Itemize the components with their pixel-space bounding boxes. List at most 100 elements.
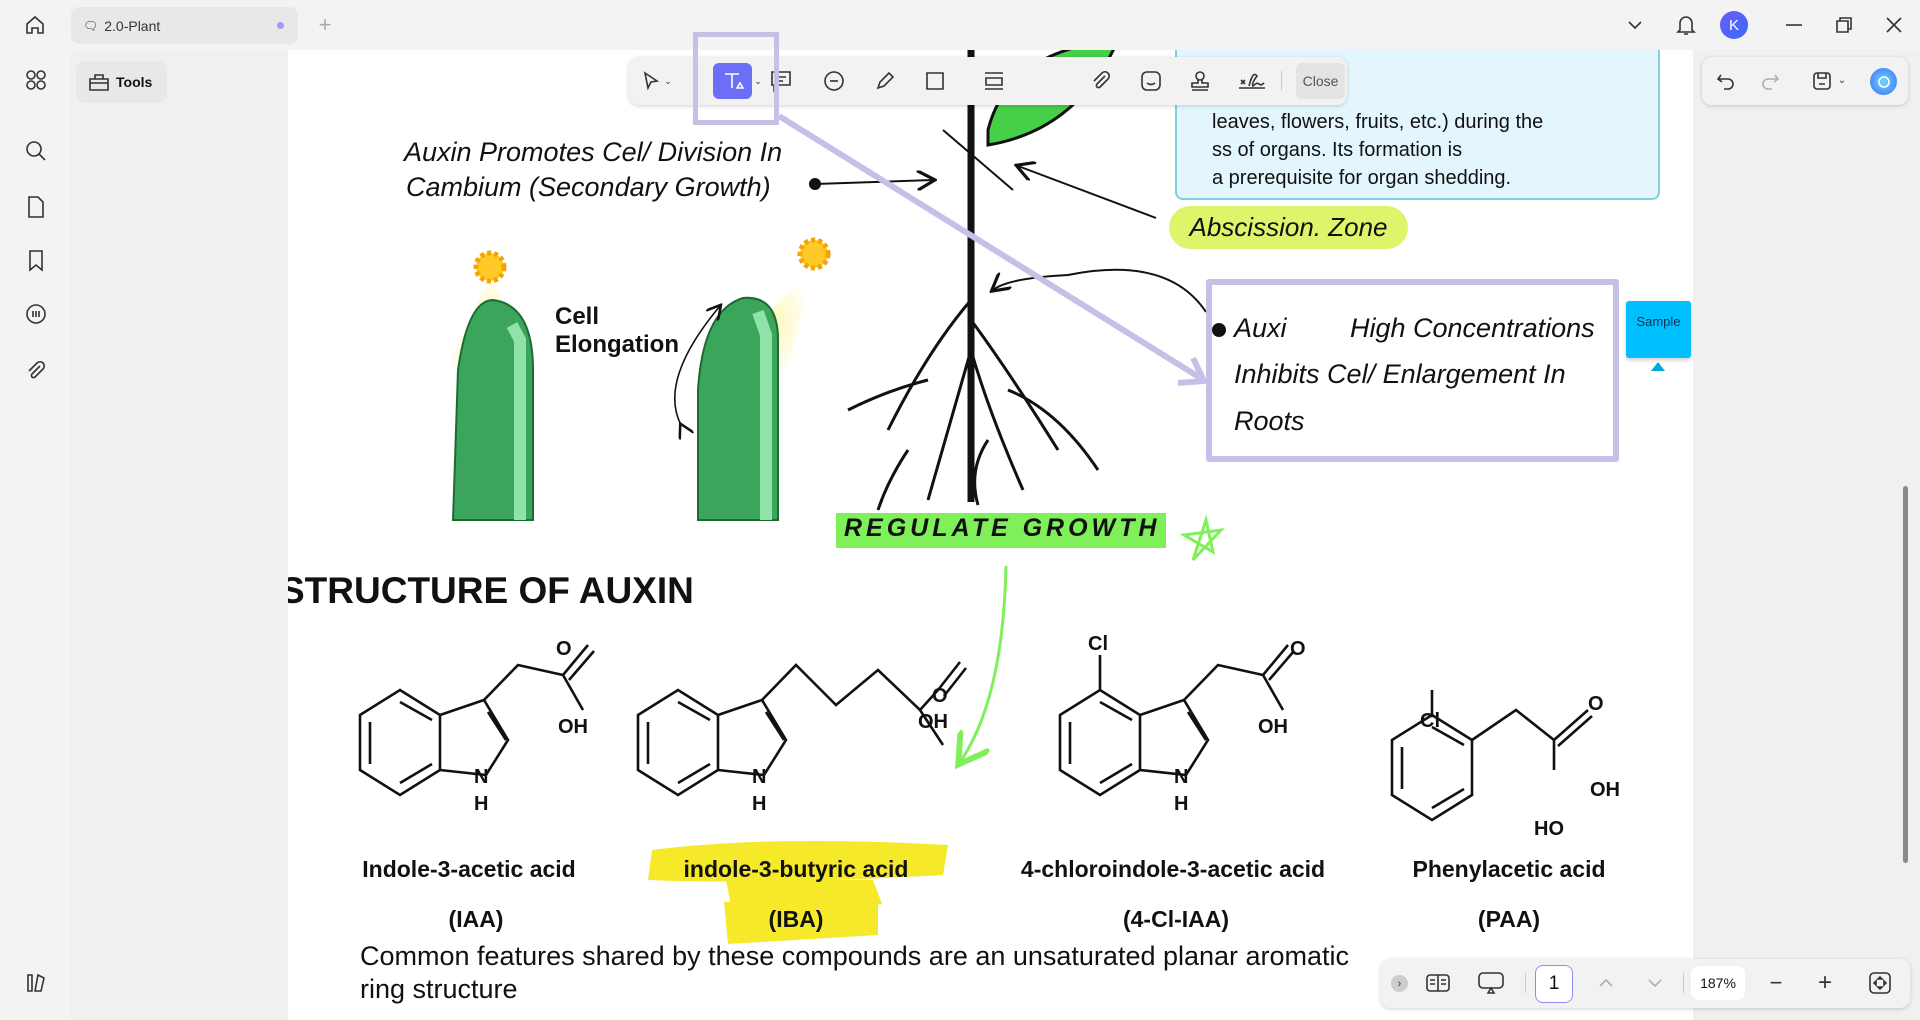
close-toolbar-button[interactable]: Close (1296, 63, 1345, 99)
compound-name: indole-3-butyric acid (683, 856, 909, 882)
zoom-out-icon[interactable]: − (1769, 970, 1783, 995)
grid-apps-icon[interactable] (24, 68, 48, 92)
atom-o: O (1290, 638, 1306, 660)
document-tab[interactable]: 🗨 2.0-Plant (71, 7, 298, 44)
two-page-view-icon[interactable] (1425, 971, 1451, 995)
auxin-caption-line: Auxin Promotes Cel/ Division In (404, 137, 783, 167)
body-text: Common features shared by these compound… (360, 941, 1350, 1004)
attachment-icon[interactable] (24, 359, 48, 383)
collapse-chevron-icon[interactable]: › (1391, 975, 1408, 992)
auxin-caption-line: Cambium (Secondary Growth) (406, 172, 771, 202)
info-line: leaves, flowers, fruits, etc.) during th… (1212, 111, 1544, 133)
search-icon[interactable] (24, 139, 48, 163)
sticky-note[interactable]: Sample (1626, 301, 1691, 358)
callout-icon[interactable] (822, 69, 846, 93)
chevron-down-icon[interactable]: ⌄ (664, 75, 672, 86)
compound-abbr: (PAA) (1477, 906, 1541, 932)
vertical-scrollbar[interactable] (1903, 486, 1908, 863)
regulate-growth-label: REGULATE GROWTH (844, 514, 1161, 542)
page-thumbnails-icon[interactable] (24, 195, 48, 219)
yellow-highlight (648, 841, 948, 882)
text-box-tool-icon[interactable] (713, 63, 752, 99)
structure-iba (636, 661, 968, 797)
left-rail (4, 52, 68, 1016)
label-line: Cell (555, 303, 600, 330)
yellow-highlight (724, 898, 878, 944)
sticker-icon[interactable] (1139, 69, 1163, 93)
pencil-icon[interactable] (873, 69, 897, 93)
close-window-icon[interactable] (1883, 14, 1905, 36)
title-bar: 🗨 2.0-Plant + K (0, 0, 1920, 50)
atom-o: O (556, 638, 572, 660)
measure-icon[interactable] (982, 69, 1006, 93)
green-highlight (836, 513, 1166, 548)
divider (1525, 973, 1526, 993)
bell-icon[interactable] (1674, 12, 1698, 38)
restore-icon[interactable] (1833, 14, 1855, 36)
previous-page-icon[interactable] (1596, 973, 1616, 993)
arrow-to-roots (993, 268, 1207, 313)
bookmark-icon[interactable] (24, 249, 48, 273)
box-text-line: Roots (1234, 406, 1305, 436)
atom-n: N (752, 766, 766, 788)
bullet-dot (1212, 323, 1226, 337)
undo-icon[interactable] (1714, 69, 1738, 93)
fit-screen-icon[interactable] (1868, 971, 1892, 995)
atom-h: H (752, 793, 766, 815)
rectangle-icon[interactable] (923, 69, 947, 93)
sprout-illustration-right (697, 237, 831, 521)
bottom-toolbar: › 1 187% − + (1381, 959, 1910, 1008)
minimize-icon[interactable] (1783, 14, 1805, 36)
zoom-in-icon[interactable]: + (1817, 969, 1832, 996)
save-icon[interactable] (1810, 69, 1834, 93)
sticky-pointer-icon (1651, 362, 1665, 371)
divider (1281, 71, 1282, 91)
panel-toggle-icon[interactable] (24, 971, 48, 995)
chevron-down-icon[interactable]: ⌄ (1837, 74, 1847, 86)
tools-label: Tools (116, 74, 153, 90)
zoom-level[interactable]: 187% (1691, 966, 1745, 1000)
comment-icon: 🗨 (83, 18, 99, 33)
cell-elongation-label: Cell Elongation (555, 303, 679, 359)
atom-oh: OH (1590, 779, 1620, 801)
atom-oh: OH (1258, 716, 1288, 738)
redo-icon[interactable] (1758, 69, 1782, 93)
avatar[interactable]: K (1720, 11, 1748, 39)
curved-double-arrow (674, 306, 720, 425)
annotation-rectangle[interactable]: Auxi High Concentrations Inhibits Cel/ E… (1206, 279, 1619, 462)
select-arrow-icon[interactable] (639, 69, 663, 93)
annotation-arrow[interactable] (777, 113, 1204, 382)
compound-name: Indole-3-acetic acid (362, 856, 576, 882)
stamp-icon[interactable] (1188, 69, 1212, 93)
info-line: ss of organs. Its formation is (1212, 139, 1463, 161)
page-number-input[interactable]: 1 (1535, 965, 1573, 1003)
arrow-to-stem (814, 180, 933, 184)
comments-icon[interactable] (24, 303, 48, 327)
atom-o: O (932, 685, 948, 707)
paperclip-icon[interactable] (1089, 69, 1113, 93)
illustrations: O OH N H O OH N H Cl O OH N H Cl O OH HO (358, 50, 1620, 944)
chevron-down-icon[interactable]: ⌄ (754, 75, 762, 86)
compound-name: Phenylacetic acid (1412, 856, 1606, 882)
annotation-toolbar: ⌄ ⌄ Close (629, 57, 1347, 105)
chevron-down-icon[interactable] (1624, 14, 1646, 36)
label-line: Elongation (555, 331, 679, 358)
section-title: STRUCTURE OF AUXIN (288, 570, 694, 611)
home-icon[interactable] (22, 12, 48, 38)
atom-n: N (474, 766, 488, 788)
atom-oh: OH (558, 716, 588, 738)
structure-paa (1390, 690, 1593, 822)
structure-iaa (358, 644, 595, 797)
signature-icon[interactable] (1237, 69, 1267, 93)
tab-label: 2.0-Plant (104, 17, 161, 34)
presentation-icon[interactable] (1477, 970, 1505, 996)
new-tab-plus-icon[interactable]: + (318, 12, 332, 37)
right-panel (1693, 50, 1920, 1020)
info-box: leaves, flowers, fruits, etc.) during th… (1175, 50, 1660, 200)
atom-cl: Cl (1420, 710, 1440, 732)
ai-assistant-icon[interactable] (1870, 68, 1897, 95)
box-text-start: Auxi (1234, 313, 1287, 343)
arrow-abscission (1018, 166, 1157, 219)
next-page-icon[interactable] (1645, 973, 1665, 993)
tools-button[interactable]: Tools (76, 61, 167, 103)
